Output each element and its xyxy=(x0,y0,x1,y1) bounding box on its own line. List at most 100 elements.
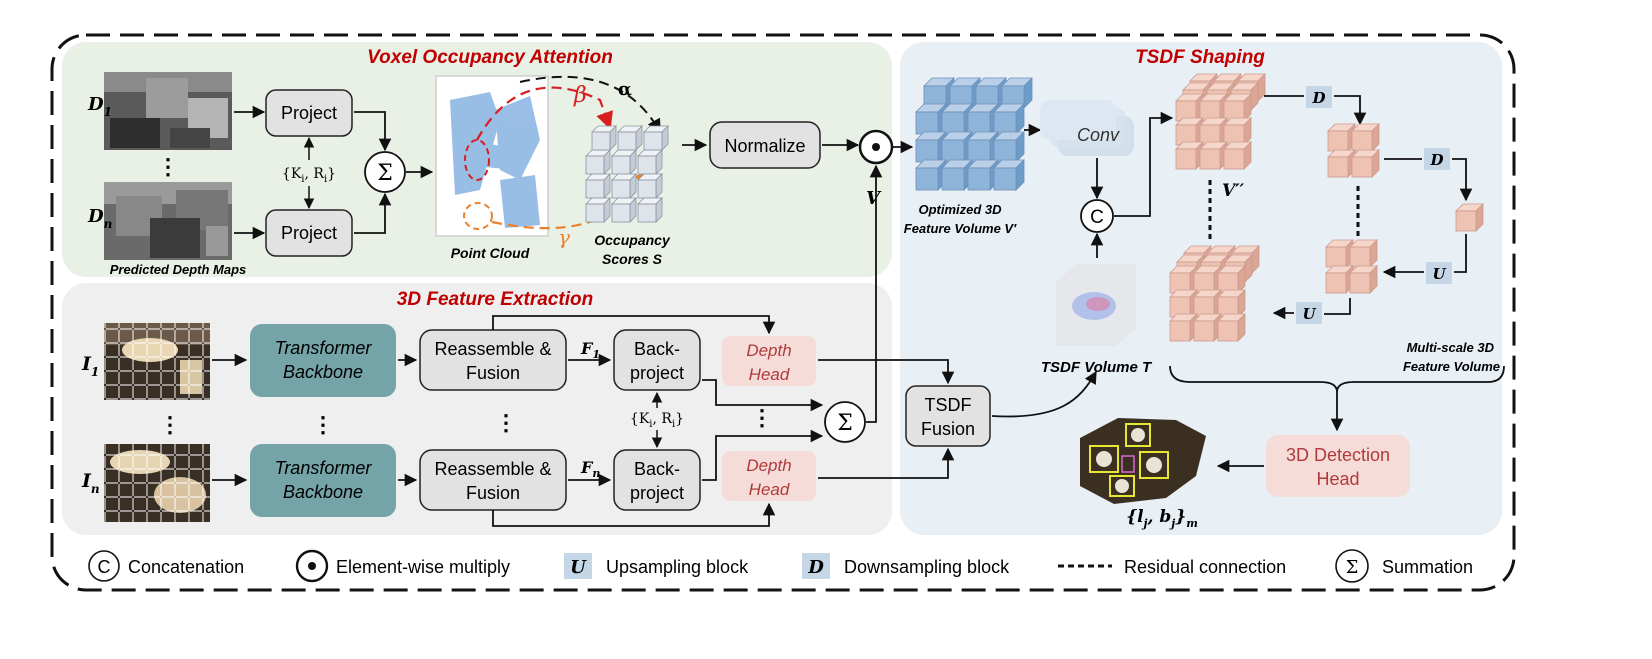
mid-volume-top xyxy=(1327,123,1380,178)
arrow-tsdf-volume xyxy=(991,370,1097,418)
occupancy-caption-2: Scores S xyxy=(602,251,663,267)
legend-up-symbol: U xyxy=(570,557,587,578)
region-gamma xyxy=(463,202,493,230)
tsdf-fusion-box xyxy=(905,385,991,447)
depth-map-1 xyxy=(104,72,232,150)
normalize-label: Normalize xyxy=(724,136,805,156)
concat-symbol: C xyxy=(1090,207,1104,228)
legend-concat-icon xyxy=(88,550,120,582)
arrow-project-top-sum xyxy=(354,111,392,152)
backproject-n xyxy=(613,449,701,511)
concat-node xyxy=(1080,199,1114,233)
line-mid-u2 xyxy=(1324,298,1351,315)
arrow-reassemble1-depthhead xyxy=(492,315,776,335)
tsdf-fusion-line2: Fusion xyxy=(921,419,975,439)
image-dots: ⋮ xyxy=(159,412,181,437)
v-label: V xyxy=(866,188,882,209)
project-box-top xyxy=(265,89,353,137)
mid-volume-bottom xyxy=(1325,239,1378,294)
legend-sum-label: Summation xyxy=(1382,557,1473,577)
project-bottom-label: Project xyxy=(281,223,337,243)
sum-dots: ⋮ xyxy=(751,405,773,430)
arrow-d2-small xyxy=(1452,158,1473,202)
in-label: In xyxy=(81,470,100,496)
optimized-caption-2: Feature Volume V′ xyxy=(904,221,1017,236)
d-block-1-label: D xyxy=(1311,89,1325,107)
voa-title: Voxel Occupancy Attention xyxy=(367,47,613,68)
reassemble-1-line2: Fusion xyxy=(466,363,520,383)
arrow-bp1-sum xyxy=(702,379,824,412)
arrow-bpN-sum xyxy=(702,429,824,481)
backbone-dots: ⋮ xyxy=(312,412,334,437)
occupancy-caption-1: Occupancy xyxy=(594,232,671,248)
arrow-project-bottom-sum xyxy=(354,192,392,234)
tsdf-volume-label: TSDF Volume T xyxy=(1041,359,1153,376)
u-block-2-label: U xyxy=(1302,305,1316,323)
kr-label-fe: {Ki, Ri} xyxy=(630,411,684,430)
kr-label-top: {Ki, Ri} xyxy=(282,166,336,185)
point-cloud-points xyxy=(450,92,540,228)
detection-head-line2: Head xyxy=(1316,469,1359,489)
transformer-backbone-n xyxy=(250,444,396,517)
arrow-sum-to-multiply xyxy=(866,164,883,423)
arrow-d1-mid xyxy=(1334,95,1367,126)
depth-head-n xyxy=(722,451,816,501)
alpha-arc xyxy=(519,75,661,134)
conv-block xyxy=(1040,100,1134,156)
gamma-label: γ xyxy=(558,225,570,249)
summation-voa xyxy=(364,151,406,193)
input-image-1 xyxy=(104,323,210,400)
backproject-1 xyxy=(613,329,701,391)
legend: C Concatenation Element-wise multiply U … xyxy=(88,549,1473,583)
backbone-1-line2: Backbone xyxy=(283,362,363,382)
f1-label: F1 xyxy=(580,339,600,361)
project-top-label: Project xyxy=(281,103,337,123)
multiply-dot xyxy=(872,143,880,151)
multiscale-caption-2: Feature Volume xyxy=(1403,359,1500,374)
beta-label: β xyxy=(573,83,587,108)
optimized-caption-1: Optimized 3D xyxy=(918,202,1002,217)
outer-border xyxy=(50,33,1516,592)
line-small-u1 xyxy=(1454,234,1467,273)
depth-head-n-line2: Head xyxy=(749,480,790,499)
arrow-reassembleN-depthhead xyxy=(492,502,776,527)
tsdf-title: TSDF Shaping xyxy=(1135,47,1265,68)
u-block-1 xyxy=(1426,262,1452,284)
legend-down-label: Downsampling block xyxy=(844,557,1010,577)
legend-down-symbol: D xyxy=(807,557,824,578)
depth-dots: ⋮ xyxy=(157,154,179,179)
legend-concat-symbol: C xyxy=(98,557,111,577)
d-block-1 xyxy=(1306,86,1332,108)
depth-head-1-line1: Depth xyxy=(746,341,791,360)
backproject-1-line2: project xyxy=(630,363,684,383)
arrow-depthhead1-tsdf xyxy=(818,359,955,385)
depth-head-n-line1: Depth xyxy=(746,456,791,475)
d1-label: D1 xyxy=(87,94,112,119)
reassemble-n-line2: Fusion xyxy=(466,483,520,503)
tsdf-volume-image xyxy=(1056,264,1136,346)
dn-label: Dn xyxy=(87,206,112,231)
reassemble-n-line1: Reassemble & xyxy=(434,459,551,479)
transformer-backbone-1 xyxy=(250,324,396,397)
multiscale-caption-1: Multi-scale 3D xyxy=(1407,340,1495,355)
detection-head-line1: 3D Detection xyxy=(1286,445,1390,465)
backproject-n-line1: Back- xyxy=(634,459,680,479)
backbone-1-line1: Transformer xyxy=(275,338,373,358)
d-block-2 xyxy=(1424,148,1450,170)
point-cloud-caption: Point Cloud xyxy=(451,245,530,261)
project-box-bottom xyxy=(265,209,353,257)
depth-head-1-line2: Head xyxy=(749,365,790,384)
legend-sum-icon xyxy=(1335,549,1369,583)
d-block-2-label: D xyxy=(1429,151,1443,169)
beta-arc xyxy=(476,86,613,141)
reassemble-dots: ⋮ xyxy=(495,410,517,435)
backbone-n-line2: Backbone xyxy=(283,482,363,502)
u-block-1-label: U xyxy=(1432,265,1446,283)
region-beta xyxy=(464,139,490,181)
sigma-voa: Σ xyxy=(377,161,393,186)
small-volume xyxy=(1455,203,1484,232)
sigma-fe: Σ xyxy=(837,411,853,436)
depth-maps-caption: Predicted Depth Maps xyxy=(110,262,247,277)
legend-residual-label: Residual connection xyxy=(1124,557,1286,577)
legend-multiply-label: Element-wise multiply xyxy=(336,557,510,577)
